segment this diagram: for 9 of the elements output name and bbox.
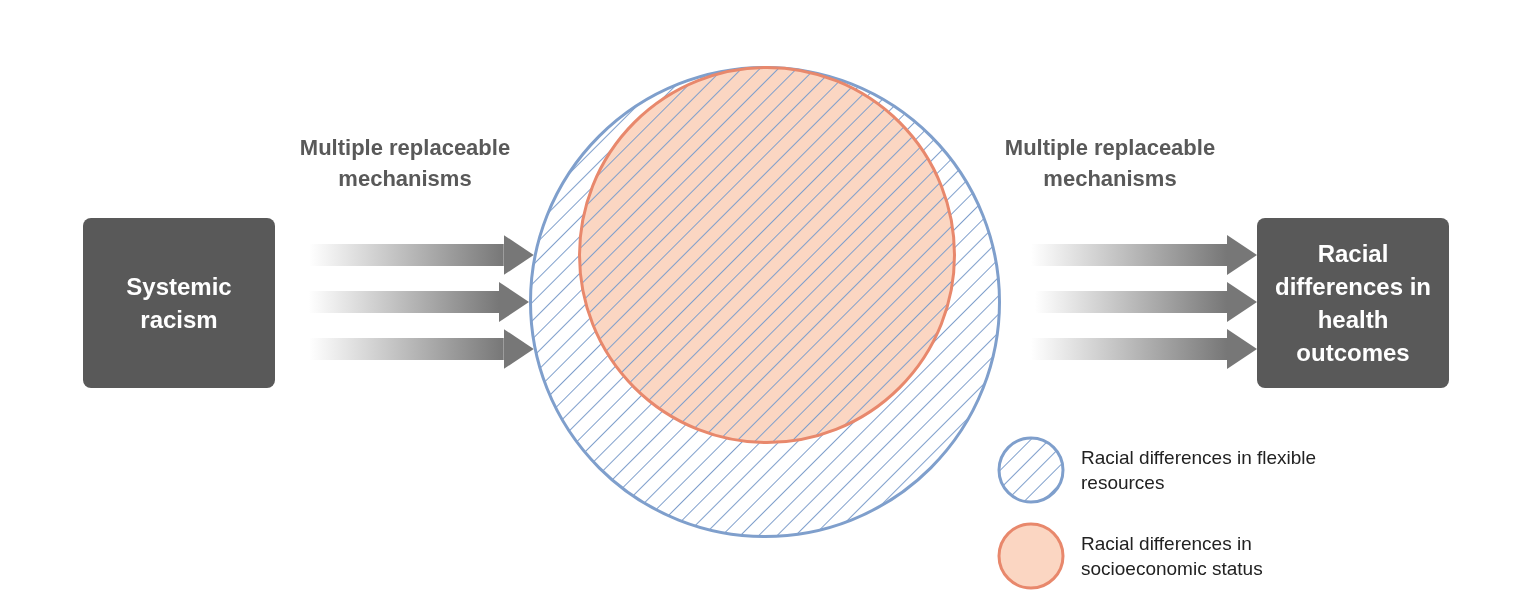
process-box	[83, 218, 275, 388]
box-label: Systemic racism	[125, 272, 233, 335]
legend-label: Racial differences in socioeconomic status	[1081, 532, 1264, 581]
box-label: Racial differences in health outcomes	[1273, 239, 1432, 368]
socioeconomic-circle	[578, 66, 956, 444]
mechanism-label: Multiple replaceable mechanisms	[298, 134, 512, 193]
process-box	[1257, 218, 1449, 388]
legend-label: Racial differences in flexible resources	[1081, 446, 1318, 495]
mechanism-label: Multiple replaceable mechanisms	[1003, 134, 1217, 193]
